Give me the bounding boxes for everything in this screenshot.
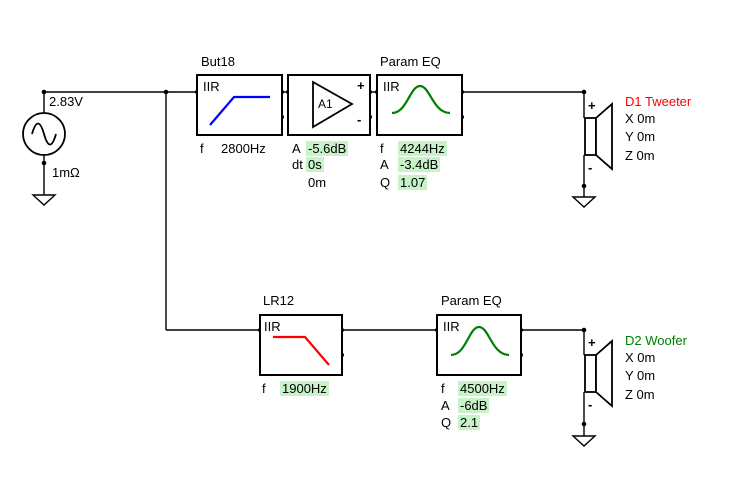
param-label: f: [380, 141, 384, 156]
frequency-value: 2800Hz: [221, 141, 266, 156]
ground-icon: [571, 435, 597, 447]
param-label: f: [441, 381, 445, 396]
param-label: f: [262, 381, 266, 396]
param-label: A: [292, 141, 301, 156]
junction-dot: [581, 327, 587, 333]
param-eq-1-block[interactable]: [376, 74, 463, 136]
driver-name: D1 Tweeter: [625, 94, 692, 109]
frequency-value: 1900Hz: [280, 381, 329, 396]
wire-eq2-d2-plus: [521, 329, 585, 355]
amplifier-triangle: [312, 80, 354, 129]
junction-dot: [581, 421, 587, 427]
speaker-icon[interactable]: [584, 102, 613, 171]
gain-value: -6dB: [458, 398, 490, 413]
junction-dot: [41, 89, 47, 95]
wire-eq1-d1-plus: [462, 91, 585, 118]
driver-y-position: Y 0m: [625, 368, 656, 383]
driver-plus-sign: +: [588, 335, 596, 350]
voltage-source[interactable]: [22, 112, 66, 156]
frequency-value: 4244Hz: [398, 141, 447, 156]
amp-minus-sign: -: [357, 112, 362, 127]
ground-icon: [31, 194, 57, 206]
gain-value: -3.4dB: [398, 157, 441, 172]
amplifier-name: A1: [318, 97, 333, 111]
block-title: LR12: [263, 293, 295, 308]
block-kind: IIR: [203, 79, 220, 94]
sine-icon: [31, 122, 57, 146]
lr12-filter-block[interactable]: [259, 314, 343, 376]
block-kind: IIR: [443, 319, 460, 334]
junction-dot: [163, 89, 169, 95]
amp-plus-sign: +: [357, 78, 365, 93]
delay-value: 0s: [306, 157, 324, 172]
driver-plus-sign: +: [588, 98, 596, 113]
frequency-value: 4500Hz: [458, 381, 507, 396]
driver-z-position: Z 0m: [625, 387, 655, 402]
lowpass-curve: [273, 335, 330, 366]
eq-bell-curve: [450, 325, 510, 357]
driver-x-position: X 0m: [625, 111, 656, 126]
speaker-icon[interactable]: [584, 339, 613, 408]
q-value: 2.1: [458, 415, 481, 430]
driver-z-position: Z 0m: [625, 148, 655, 163]
but18-filter-block[interactable]: [196, 74, 283, 136]
driver-x-position: X 0m: [625, 350, 656, 365]
param-label: dt: [292, 157, 303, 172]
driver-name: D2 Woofer: [625, 333, 687, 348]
q-value: 1.07: [398, 175, 428, 190]
junction-dot: [581, 183, 587, 189]
junction-dot: [41, 160, 47, 166]
block-title: Param EQ: [441, 293, 502, 308]
highpass-curve: [209, 95, 270, 126]
source-voltage: 2.83V: [49, 94, 83, 109]
eq-bell-curve: [391, 84, 451, 115]
source-impedance: 1mΩ: [52, 165, 80, 180]
driver-minus-sign: -: [588, 397, 593, 412]
block-title: Param EQ: [380, 54, 441, 69]
offset-value: 0m: [308, 175, 327, 190]
param-eq-2-block[interactable]: [436, 314, 522, 376]
param-label: A: [441, 398, 450, 413]
block-kind: IIR: [383, 79, 400, 94]
param-label: Q: [380, 175, 391, 190]
param-label: A: [380, 157, 389, 172]
block-title: But18: [201, 54, 235, 69]
junction-dot: [581, 89, 587, 95]
driver-minus-sign: -: [588, 160, 593, 175]
param-label: Q: [441, 415, 452, 430]
param-label: f: [200, 141, 204, 156]
amplifier-block[interactable]: [287, 74, 371, 136]
driver-y-position: Y 0m: [625, 129, 656, 144]
gain-value: -5.6dB: [306, 141, 349, 156]
ground-icon: [571, 196, 597, 208]
block-kind: IIR: [264, 319, 281, 334]
